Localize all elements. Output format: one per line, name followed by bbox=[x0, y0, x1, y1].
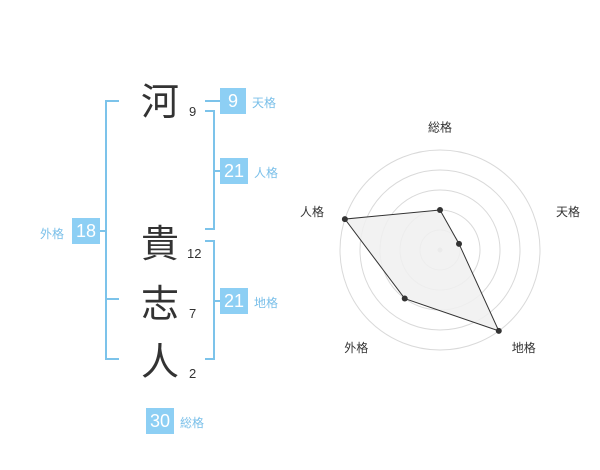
name-char-2: 貴 bbox=[140, 222, 179, 266]
jinkaku-connector bbox=[213, 170, 220, 172]
radar-point-4 bbox=[401, 295, 408, 302]
radar-grid-ring bbox=[339, 149, 541, 351]
chikaku-connector bbox=[213, 300, 220, 302]
soukaku-label: 総格 bbox=[180, 416, 205, 430]
tenkaku-label: 天格 bbox=[252, 96, 277, 110]
radar-axis-label-2: 天格 bbox=[556, 204, 580, 219]
radar-point-5 bbox=[341, 216, 348, 223]
radar-point-3 bbox=[495, 327, 502, 334]
chikaku-bracket-top bbox=[205, 240, 215, 242]
name-char-4: 人 bbox=[140, 340, 179, 384]
jinkaku-label: 人格 bbox=[254, 166, 279, 180]
gaikaku-bracket-middle bbox=[105, 298, 119, 300]
gaikaku-badge: 18 bbox=[72, 218, 100, 244]
tenkaku-badge: 9 bbox=[220, 88, 246, 114]
gaikaku-bracket-top bbox=[105, 100, 119, 102]
name-char-3: 志 bbox=[140, 282, 179, 326]
gaikaku-bracket-bottom bbox=[105, 358, 119, 360]
stroke-count-2: 12 bbox=[187, 246, 202, 261]
chikaku-label: 地格 bbox=[254, 296, 279, 310]
radar-axis-label-3: 地格 bbox=[512, 340, 536, 355]
radar-area bbox=[343, 209, 500, 332]
radar-axis-label-4: 外格 bbox=[344, 340, 368, 355]
gaikaku-connector bbox=[100, 230, 107, 232]
radar-point-1 bbox=[437, 207, 443, 213]
stroke-count-4: 2 bbox=[189, 366, 197, 381]
chikaku-bracket-bottom bbox=[205, 358, 215, 360]
gaikaku-label: 外格 bbox=[40, 227, 65, 241]
jinkaku-bracket-top bbox=[205, 110, 215, 112]
tenkaku-connector bbox=[205, 100, 220, 102]
chikaku-badge: 21 bbox=[220, 288, 248, 314]
radar-grid-ring bbox=[359, 169, 521, 331]
radar-point-2 bbox=[456, 240, 463, 247]
stroke-count-3: 7 bbox=[189, 306, 197, 321]
radar-axis-label-1: 総格 bbox=[428, 120, 452, 135]
stroke-count-1: 9 bbox=[189, 104, 197, 119]
radar-axis-label-5: 人格 bbox=[300, 204, 324, 219]
jinkaku-bracket-bottom bbox=[205, 228, 215, 230]
name-char-1: 河 bbox=[140, 80, 179, 124]
jinkaku-badge: 21 bbox=[220, 158, 248, 184]
soukaku-badge: 30 bbox=[146, 408, 174, 434]
radar-points bbox=[341, 207, 502, 334]
